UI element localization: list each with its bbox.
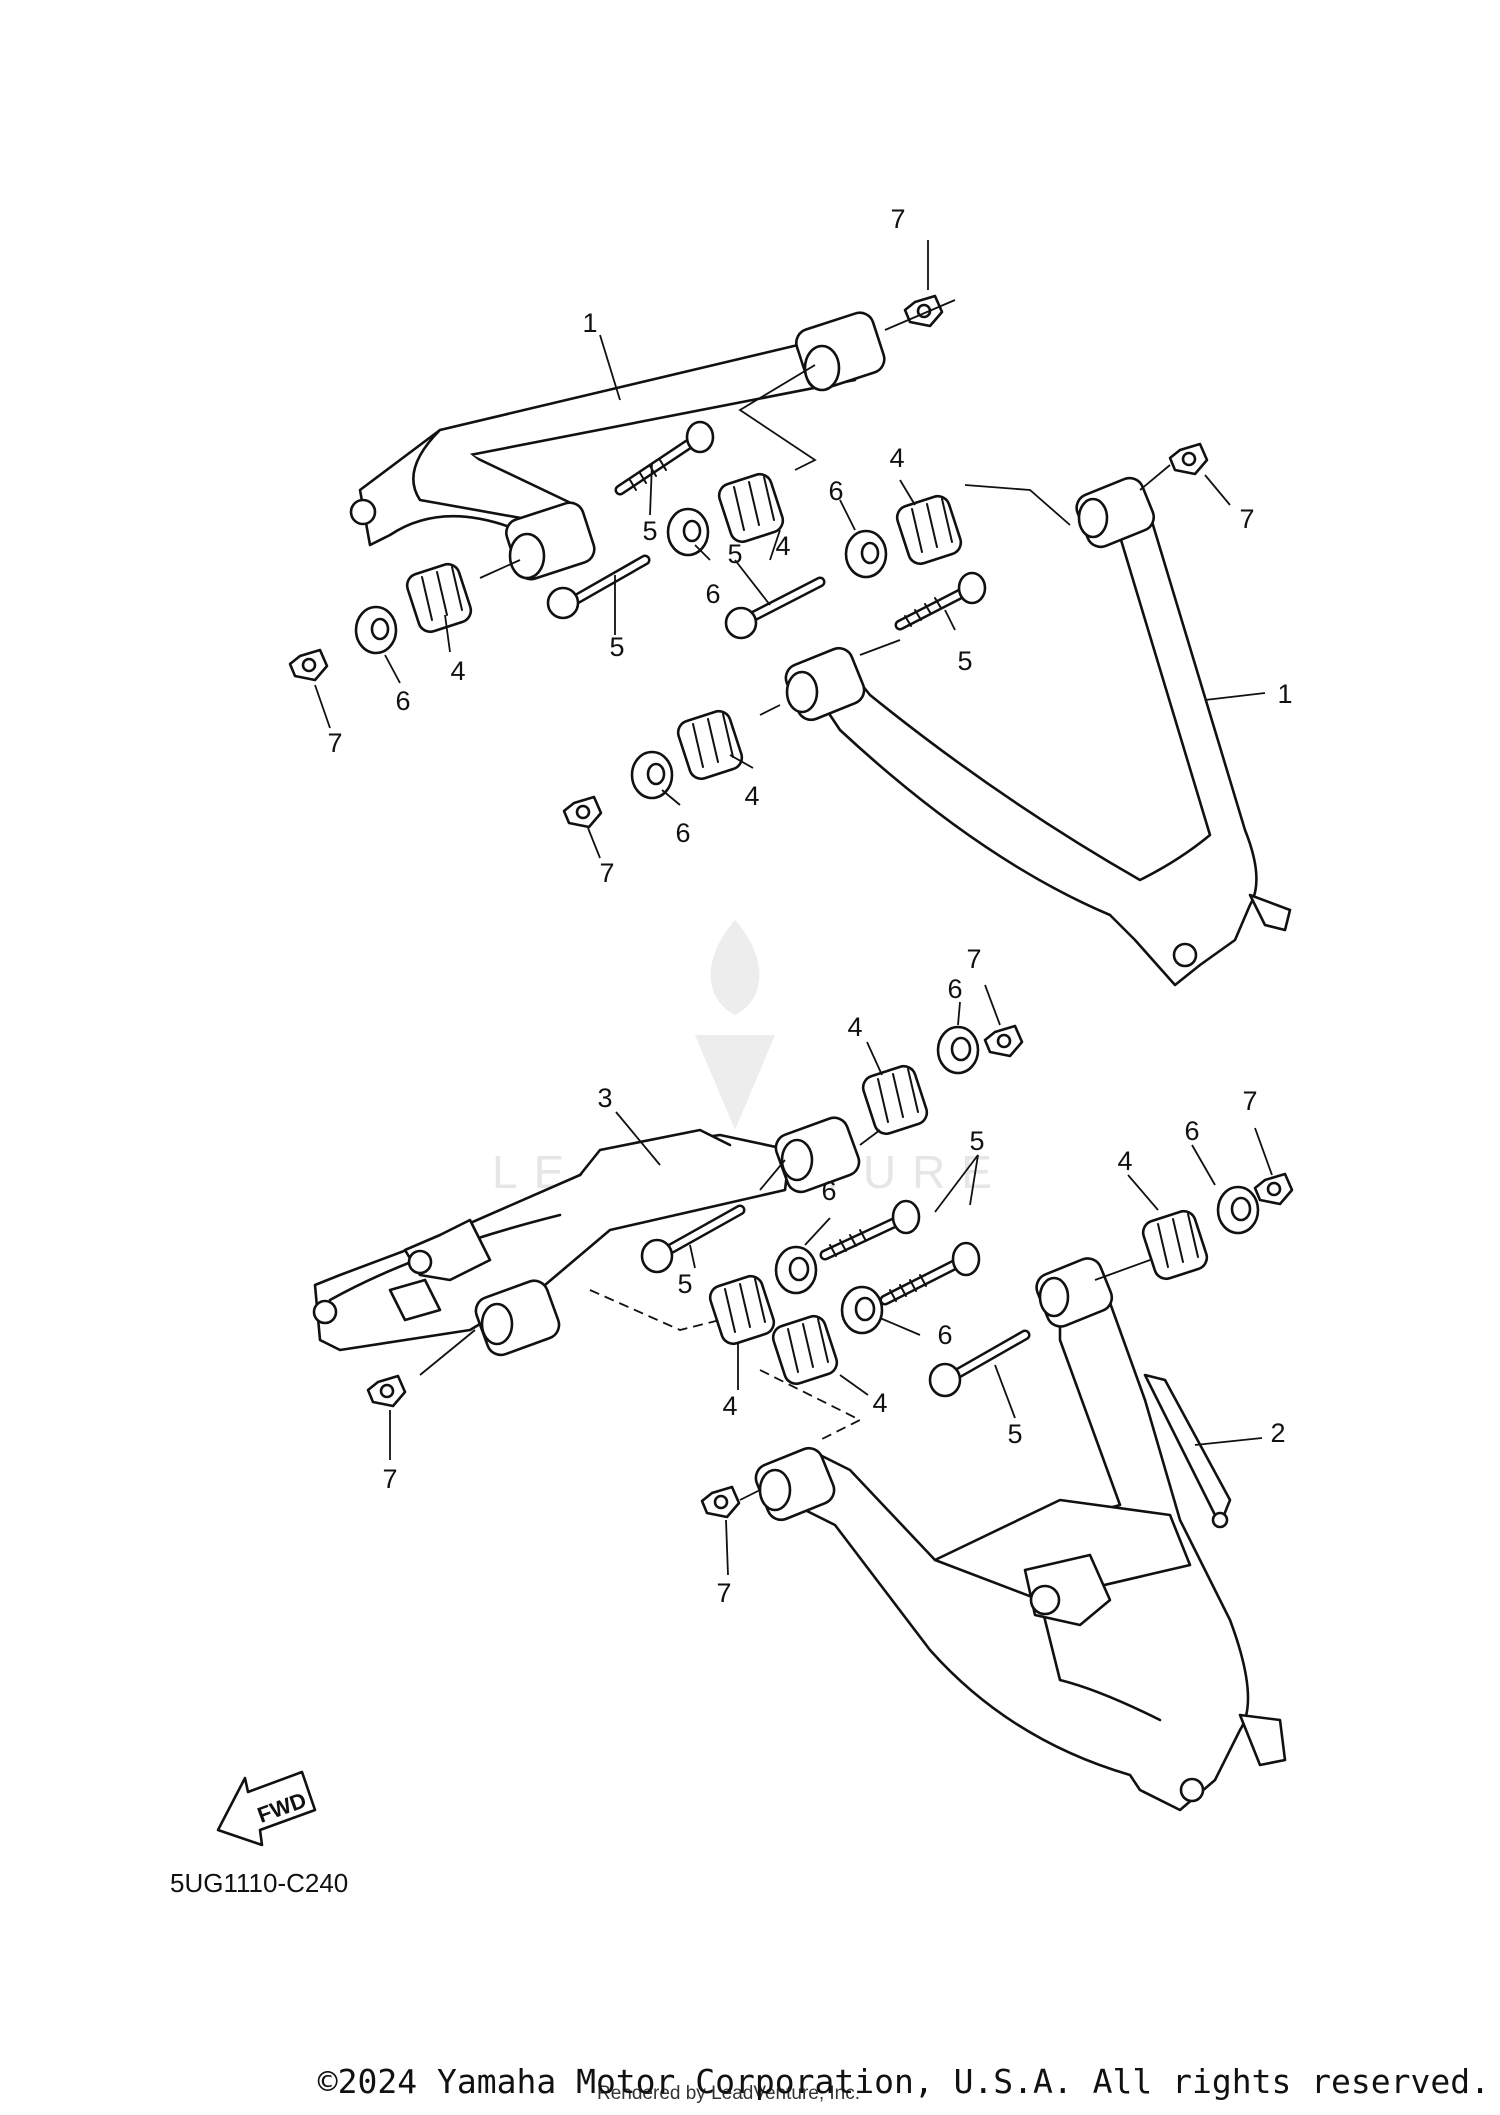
bolt-top-1 <box>614 420 715 496</box>
nut-bottom-3 <box>366 1374 407 1408</box>
callout-label: 7 <box>1242 1086 1257 1116</box>
callout-label: 6 <box>828 476 843 506</box>
bushing-top-4 <box>676 709 744 781</box>
callout-label: 7 <box>966 944 981 974</box>
washer-top-4 <box>630 750 674 800</box>
bushing-top-2 <box>717 472 785 544</box>
washer-top-1 <box>354 605 398 655</box>
bushing-bottom-4 <box>771 1314 839 1386</box>
nut-bottom-2 <box>1253 1172 1294 1206</box>
callout-label: 6 <box>1184 1116 1199 1146</box>
callout-label: 7 <box>1239 504 1254 534</box>
washer-top-2 <box>666 507 710 557</box>
callout-label: 3 <box>597 1083 612 1113</box>
callout-label: 6 <box>675 818 690 848</box>
callout-label: 6 <box>821 1176 836 1206</box>
bolt-bottom-3 <box>879 1241 981 1306</box>
bushing-top-1 <box>405 562 473 634</box>
callout-label: 5 <box>957 646 972 676</box>
callout-label: 6 <box>937 1320 952 1350</box>
callout-label: 6 <box>705 579 720 609</box>
nut-bottom-4 <box>700 1485 741 1519</box>
callout-label: 6 <box>395 686 410 716</box>
bolt-bottom-2 <box>819 1199 921 1261</box>
lower-arm-rear <box>312 1116 861 1357</box>
bolt-top-2 <box>546 554 651 620</box>
upper-arm-rear <box>349 311 886 581</box>
callout-label: 5 <box>969 1126 984 1156</box>
callout-label: 4 <box>722 1391 737 1421</box>
callout-label: 4 <box>450 656 465 686</box>
callout-label: 5 <box>727 539 742 569</box>
lower-arm-front <box>754 1257 1287 1812</box>
bushing-top-3 <box>895 494 963 566</box>
rendered-by-text: Rendered by LeadVenture, Inc. <box>597 2083 861 2104</box>
watermark-logo <box>695 920 775 1130</box>
bolt-top-4 <box>894 571 987 631</box>
bolt-bottom-1 <box>640 1204 746 1274</box>
callout-label: 7 <box>890 204 905 234</box>
callout-label: 4 <box>744 781 759 811</box>
callout-label: 4 <box>847 1012 862 1042</box>
nut-bottom-1 <box>983 1024 1024 1058</box>
bolt-top-3 <box>724 576 826 640</box>
nut-top-4 <box>562 795 603 829</box>
washer-bottom-1 <box>936 1025 980 1075</box>
bushing-bottom-3 <box>708 1274 776 1346</box>
callout-label: 2 <box>1270 1418 1285 1448</box>
callout-label: 5 <box>1007 1419 1022 1449</box>
callout-label: 7 <box>327 728 342 758</box>
copyright-text: ©2024 Yamaha Motor Corporation, U.S.A. A… <box>317 2062 1490 2101</box>
bolt-bottom-4 <box>928 1329 1031 1398</box>
bushing-bottom-2 <box>1141 1209 1209 1281</box>
washer-bottom-3 <box>774 1245 818 1295</box>
nut-top-1 <box>903 294 944 328</box>
callout-label: 4 <box>775 531 790 561</box>
callout-label: 5 <box>642 516 657 546</box>
diagram-code: 5UG1110-C240 <box>170 1868 349 1898</box>
washer-top-3 <box>844 529 888 579</box>
upper-arm-front <box>784 476 1292 987</box>
nut-top-2 <box>1168 442 1209 476</box>
callout-label: 7 <box>382 1464 397 1494</box>
callout-label: 5 <box>677 1269 692 1299</box>
callout-label: 6 <box>947 974 962 1004</box>
callout-label: 4 <box>889 443 904 473</box>
bushing-bottom-1 <box>861 1064 929 1136</box>
nut-top-3 <box>288 648 329 682</box>
callout-label: 7 <box>716 1578 731 1608</box>
callout-label: 4 <box>872 1388 887 1418</box>
callout-label: 1 <box>582 308 597 338</box>
callout-label: 1 <box>1277 679 1292 709</box>
fwd-arrow-icon <box>216 1770 317 1847</box>
washer-bottom-2 <box>1216 1185 1260 1235</box>
callout-label: 5 <box>609 632 624 662</box>
callout-label: 7 <box>599 858 614 888</box>
callout-label: 4 <box>1117 1146 1132 1176</box>
washer-bottom-4 <box>840 1285 884 1335</box>
